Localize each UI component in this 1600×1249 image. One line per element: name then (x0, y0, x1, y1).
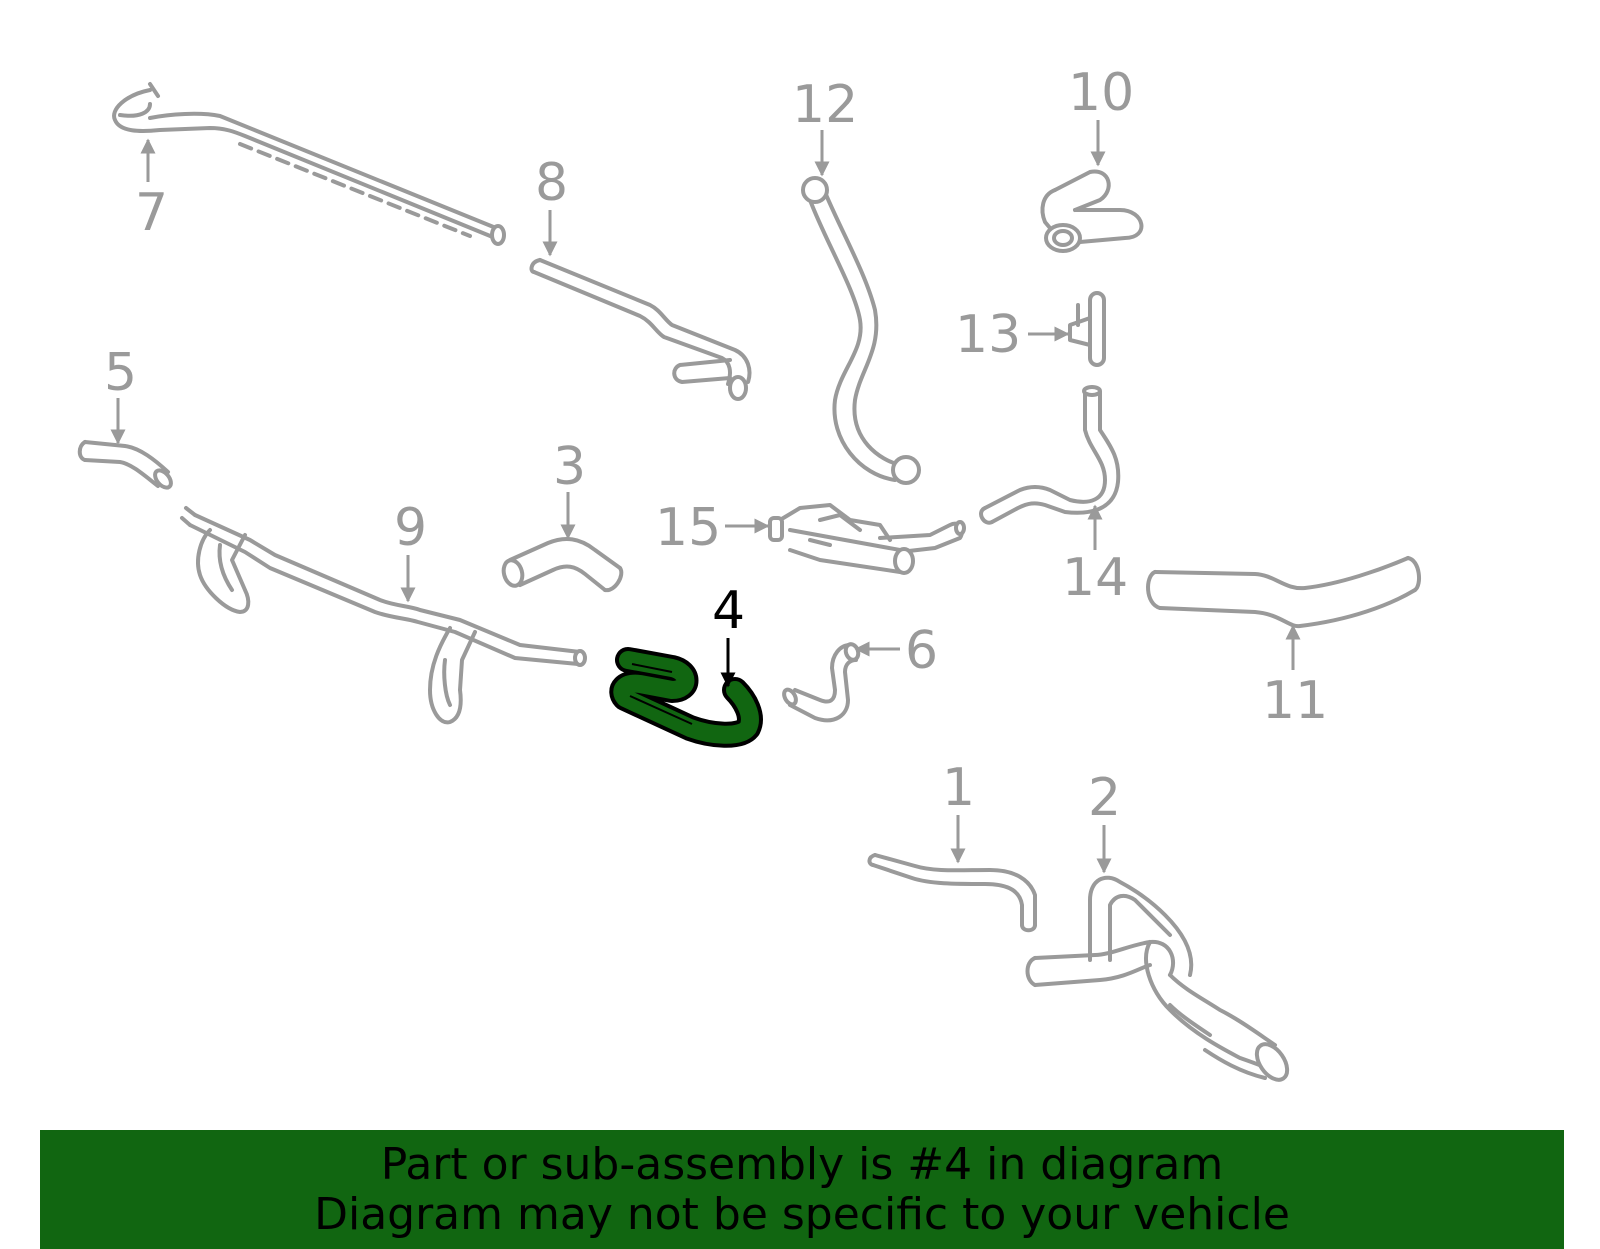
callout-7: 7 (135, 183, 168, 243)
part-4-hose-highlighted[interactable] (609, 647, 763, 748)
callout-6: 6 (905, 621, 938, 681)
callout-2: 2 (1088, 768, 1121, 828)
part-7-pipe[interactable] (112, 82, 506, 246)
part-15-assembly[interactable] (768, 503, 966, 575)
callout-12: 12 (792, 75, 858, 135)
callout-8: 8 (535, 153, 568, 213)
callout-15: 15 (655, 498, 721, 558)
callout-3: 3 (553, 437, 586, 497)
callout-9: 9 (394, 498, 427, 558)
banner-line-2: Diagram may not be specific to your vehi… (314, 1189, 1290, 1240)
part-12-hose[interactable] (801, 176, 921, 485)
part-8-hose[interactable] (529, 258, 752, 401)
part-9-pipe[interactable] (180, 506, 587, 725)
callout-13: 13 (955, 305, 1021, 365)
part-11-hose[interactable] (1146, 556, 1422, 629)
callout-4-highlighted: 4 (712, 581, 745, 641)
info-banner: Part or sub-assembly is #4 in diagram Di… (40, 1130, 1564, 1249)
part-6-hose[interactable] (782, 642, 861, 723)
callout-10: 10 (1068, 63, 1134, 123)
part-5-hose[interactable] (77, 440, 174, 491)
callout-11: 11 (1262, 671, 1328, 731)
part-14-hose[interactable] (979, 385, 1121, 525)
callout-labels: 7 8 12 10 13 5 3 9 15 14 4 6 11 1 2 (104, 63, 1328, 828)
part-3-hose[interactable] (501, 536, 624, 593)
callout-arrows (110, 120, 1301, 874)
part-1-hose[interactable] (867, 853, 1037, 933)
banner-line-1: Part or sub-assembly is #4 in diagram (380, 1139, 1224, 1190)
callout-1: 1 (942, 758, 975, 818)
part-10-fitting[interactable] (1040, 169, 1144, 253)
part-2-assembly[interactable] (1025, 875, 1294, 1086)
callout-5: 5 (104, 343, 137, 403)
callout-14: 14 (1062, 548, 1128, 608)
part-13-clip[interactable] (1068, 291, 1106, 367)
